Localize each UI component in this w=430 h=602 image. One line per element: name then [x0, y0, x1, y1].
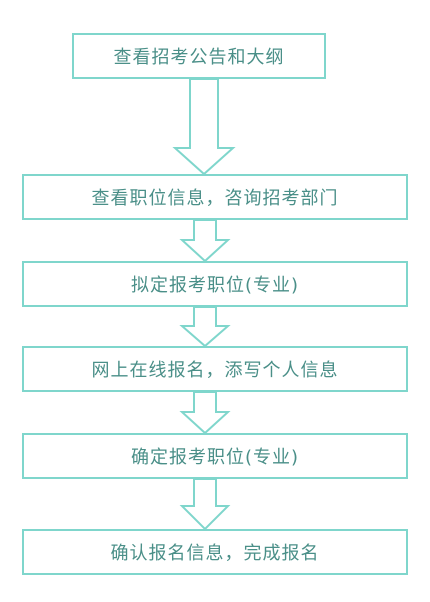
step-1-box: 查看招考公告和大纲 — [72, 33, 326, 79]
step-3-box: 拟定报考职位(专业) — [22, 261, 408, 307]
step-4-label: 网上在线报名，添写个人信息 — [91, 360, 339, 381]
step-6-box: 确认报名信息，完成报名 — [22, 529, 408, 575]
arrow-down-icon — [179, 478, 231, 531]
step-5-label: 确定报考职位(专业) — [130, 447, 300, 468]
arrow-down-icon — [179, 219, 231, 263]
step-2-label: 查看职位信息，咨询招考部门 — [91, 188, 339, 209]
step-5-box: 确定报考职位(专业) — [22, 433, 408, 479]
step-6-label: 确认报名信息，完成报名 — [110, 543, 320, 564]
step-3-label: 拟定报考职位(专业) — [130, 275, 300, 296]
arrow-down-icon — [172, 78, 236, 176]
arrow-down-icon — [179, 391, 231, 435]
arrow-down-icon — [179, 306, 231, 348]
step-1-label: 查看招考公告和大纲 — [113, 47, 285, 68]
